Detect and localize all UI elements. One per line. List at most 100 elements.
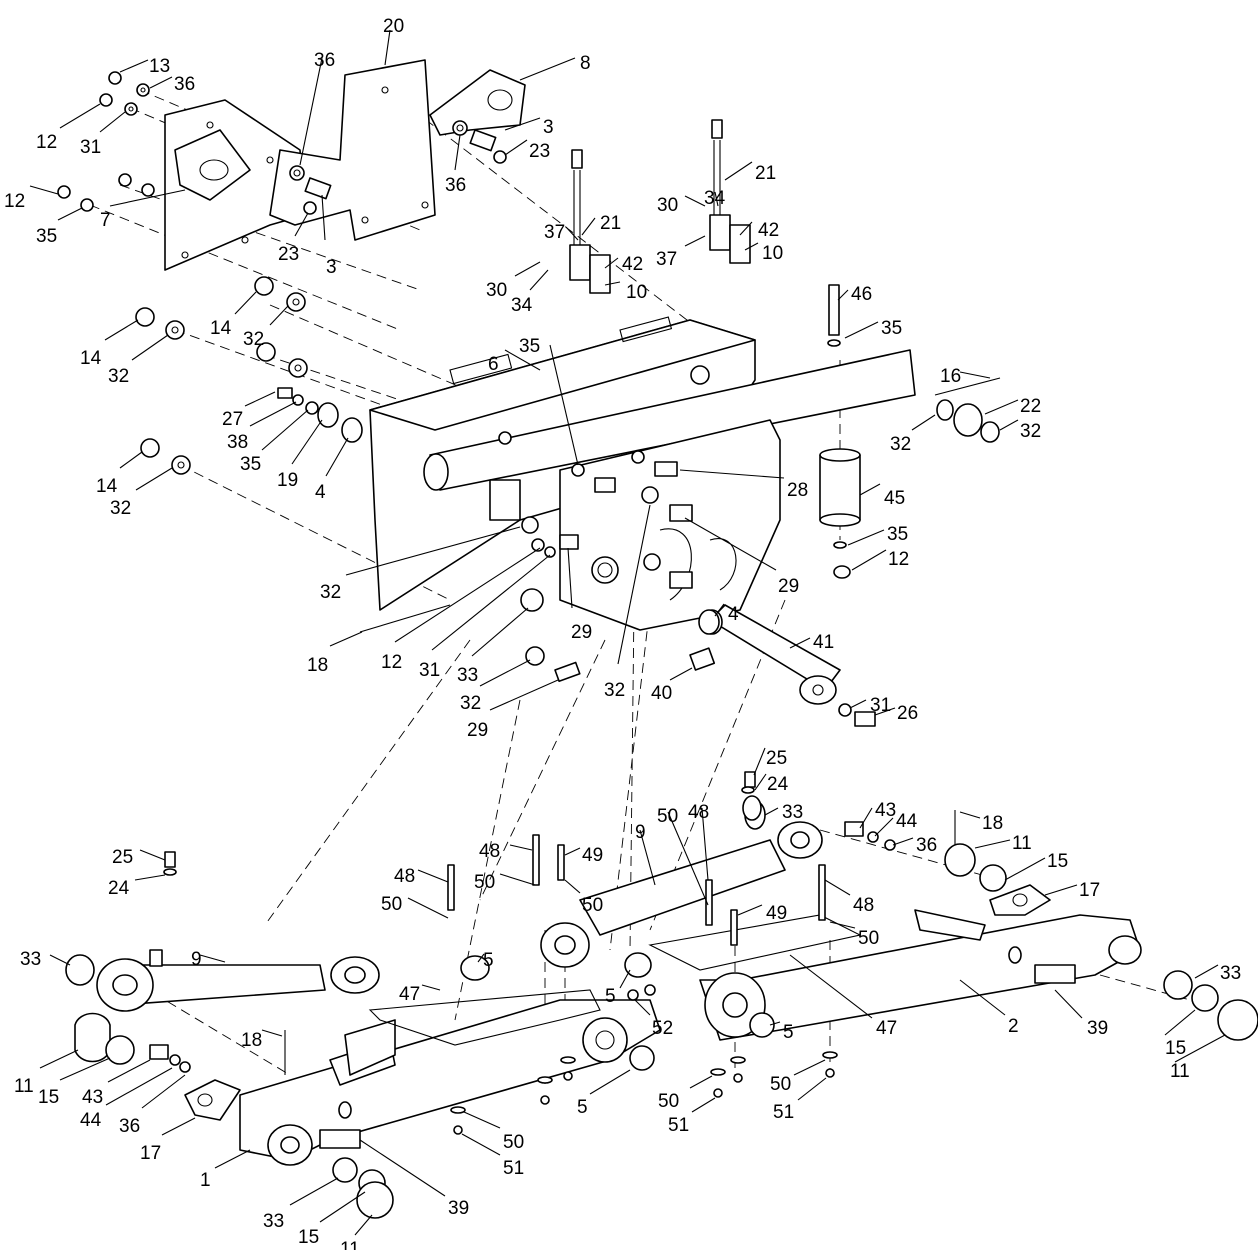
leader-line-l2: [959, 979, 1006, 1016]
leader-line-l33b: [764, 807, 779, 816]
leader-line-l11b: [1174, 1034, 1226, 1063]
leader-line-l51b: [797, 1077, 827, 1101]
leader-line-l30a: [684, 195, 706, 207]
part-callout-label: 33: [457, 665, 478, 686]
leader-line-l33e: [289, 1177, 339, 1206]
part-callout-label: 49: [766, 903, 787, 924]
leader-line-l40: [669, 667, 693, 681]
part-callout-label: 15: [38, 1087, 59, 1108]
part-callout-label: 3: [543, 117, 554, 138]
leader-line-l33a: [471, 607, 529, 657]
part-callout-label: 49: [582, 845, 603, 866]
part-callout-label: 38: [227, 432, 248, 453]
leader-line-l51a: [691, 1097, 716, 1113]
leader-line-l18a: [329, 631, 363, 647]
leader-line-l14a: [234, 291, 257, 315]
part-callout-label: 23: [278, 244, 299, 265]
left-cylinder: [96, 949, 380, 1012]
leader-lines: [29, 29, 1226, 1236]
leader-line-l7: [109, 189, 186, 207]
part-callout-label: 50: [770, 1074, 791, 1095]
leader-line-l18b: [959, 811, 981, 819]
leader-line-l4b: [714, 603, 725, 617]
leader-line-l50d: [407, 897, 449, 919]
leader-line-l41: [789, 637, 811, 649]
leader-line-l35b: [844, 321, 879, 339]
leader-line-l35c: [549, 344, 579, 466]
leader-line-l43b: [107, 1059, 151, 1083]
part-callout-label: 33: [263, 1211, 284, 1232]
part-callout-label: 35: [519, 336, 540, 357]
part-callout-label: 36: [314, 50, 335, 71]
leader-line-l15d: [319, 1191, 366, 1223]
part-callout-label: 50: [858, 928, 879, 949]
leader-line-l32d: [999, 419, 1019, 431]
leader-line-l47a: [421, 984, 441, 991]
part-callout-label: 30: [657, 195, 678, 216]
part-callout-label: 14: [210, 318, 232, 339]
part-callout-label: 29: [467, 720, 488, 741]
leader-line-l20a: [384, 29, 391, 66]
part-callout-label: 32: [460, 693, 481, 714]
leader-line-l32h: [617, 504, 651, 665]
leader-line-l31a: [99, 111, 126, 133]
leader-line-l31c: [849, 699, 867, 709]
part-callout-label: 15: [298, 1227, 319, 1248]
part-callout-label: 37: [544, 222, 565, 243]
leader-line-l9b: [199, 954, 226, 963]
part-callout-label: 52: [652, 1018, 673, 1039]
part-callout-label: 47: [399, 984, 420, 1005]
part-callout-label: 35: [36, 226, 57, 247]
leader-line-l26: [874, 707, 896, 716]
left-mount-plate: [164, 99, 306, 271]
part-callout-label: 25: [766, 748, 787, 769]
leader-line-l50b: [499, 873, 536, 886]
part-callout-label: 11: [1170, 1061, 1190, 1082]
bumper: [819, 448, 861, 579]
part-callout-label: 32: [108, 366, 129, 387]
leader-line-l27: [244, 391, 276, 407]
leader-line-l32g: [479, 659, 531, 687]
part-callout-label: 51: [503, 1158, 524, 1179]
leader-line-l17a: [1044, 884, 1078, 896]
part-callout-label: 36: [916, 835, 937, 856]
part-callout-label: 48: [853, 895, 874, 916]
leader-line-l15a: [1004, 857, 1046, 881]
leader-line-l48c: [417, 869, 449, 883]
part-callout-label: 36: [119, 1116, 140, 1137]
leader-line-l29b: [684, 517, 777, 571]
leader-line-l50c: [564, 879, 581, 894]
leader-line-l50h: [463, 1111, 501, 1129]
part-callout-label: 1: [200, 1170, 211, 1191]
right-arm: [699, 884, 1142, 1041]
right-mount-plate: [269, 59, 526, 241]
leader-line-l5a: [477, 953, 485, 963]
leader-line-l34a: [714, 191, 719, 207]
part-callout-label: 32: [890, 434, 911, 455]
leader-line-l11a: [974, 839, 1011, 849]
leader-line-l36d: [892, 837, 914, 846]
leader-line-l42b: [604, 257, 619, 269]
part-callout-label: 14: [96, 476, 118, 497]
leader-line-l13: [119, 59, 149, 73]
part-callout-label: 35: [887, 524, 908, 545]
leader-line-l44a: [874, 817, 894, 837]
part-callout-label: 24: [108, 878, 130, 899]
leader-line-l19: [291, 419, 323, 465]
leader-line-l35a: [57, 207, 83, 221]
part-callout-label: 11: [340, 1239, 360, 1250]
part-callout-label: 25: [112, 847, 133, 868]
leader-line-l12a: [59, 103, 101, 129]
leader-line-l39a: [1054, 989, 1083, 1019]
part-callout-label: 31: [870, 695, 891, 716]
leader-line-l29c: [489, 679, 559, 711]
leader-line-l36a: [149, 76, 173, 89]
leader-line-l3b: [321, 194, 326, 241]
part-callout-label: 20: [383, 16, 404, 37]
leader-line-l16: [959, 371, 991, 379]
leader-line-l22: [984, 399, 1019, 415]
part-callout-label: 22: [1020, 396, 1041, 417]
part-callout-label: 50: [582, 895, 603, 916]
part-callout-label: 7: [100, 210, 111, 231]
